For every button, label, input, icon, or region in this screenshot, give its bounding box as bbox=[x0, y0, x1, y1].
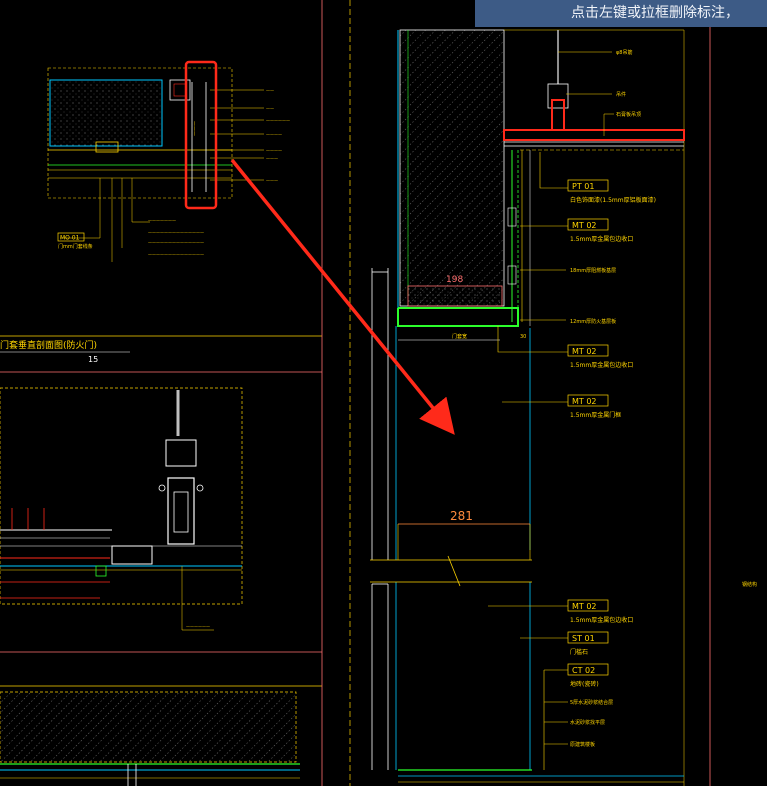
hint-text: 点击左键或拉框删除标注， bbox=[571, 5, 739, 21]
svg-text:白色饰面漆(1.5mm厚铝板面漆): 白色饰面漆(1.5mm厚铝板面漆) bbox=[570, 196, 656, 204]
svg-text:MT 02: MT 02 bbox=[572, 221, 597, 230]
svg-text:——: —— bbox=[266, 106, 274, 111]
svg-text:CT 02: CT 02 bbox=[572, 666, 595, 675]
callout-pt01: PT 01 白色饰面漆(1.5mm厚铝板面漆) bbox=[567, 179, 656, 204]
note-top-rod: φ8吊筋 bbox=[616, 49, 632, 56]
red-arrow bbox=[230, 158, 455, 435]
left-tag-desc: 门mm门套线条 bbox=[58, 243, 93, 250]
svg-text:1.5mm厚金属包边收口: 1.5mm厚金属包边收口 bbox=[570, 235, 633, 243]
concrete-wall bbox=[397, 29, 519, 327]
callout-leaders bbox=[488, 152, 568, 770]
right-frame-lines bbox=[349, 0, 711, 786]
note-right-edge: 钢结构 bbox=[742, 581, 757, 588]
door-frame-layers bbox=[370, 150, 684, 783]
callout-mt02-d: MT 02 1.5mm厚金属包边收口 bbox=[567, 599, 633, 624]
svg-text:———: ——— bbox=[266, 156, 278, 161]
callout-mt02-c: MT 02 1.5mm厚金属门框 bbox=[567, 394, 621, 419]
dimension-281: 281 bbox=[450, 509, 473, 523]
svg-text:———: ——— bbox=[266, 178, 278, 183]
left-middle-detail: —————— bbox=[0, 387, 243, 631]
hint-bar: 点击左键或拉框删除标注， bbox=[475, 0, 767, 27]
ceiling-structure bbox=[503, 29, 685, 151]
svg-text:——————————————: —————————————— bbox=[148, 252, 204, 257]
svg-text:1.5mm厚金属包边收口: 1.5mm厚金属包边收口 bbox=[570, 361, 633, 369]
dimension-side: 门套宽 bbox=[452, 333, 467, 340]
red-highlight-box bbox=[184, 60, 218, 210]
left-section-title: 门套垂直剖面图(防火门) bbox=[0, 339, 97, 351]
top-notes bbox=[558, 51, 614, 136]
left-section-scale: 15 bbox=[88, 355, 98, 364]
note-18mm: 18mm厚阻燃板基层 bbox=[570, 267, 616, 274]
svg-text:门槛石: 门槛石 bbox=[570, 648, 588, 656]
svg-text:MT 02: MT 02 bbox=[572, 347, 597, 356]
svg-text:——————: —————— bbox=[266, 118, 290, 123]
note-12mm: 12mm厚防火基层板 bbox=[570, 318, 616, 325]
note-ct2: 水泥砂浆找平层 bbox=[570, 719, 605, 726]
svg-text:——————: —————— bbox=[186, 624, 210, 629]
left-top-detail: ———— —————————— ——————— ——— ——————— ————… bbox=[47, 60, 290, 262]
svg-text:MT 02: MT 02 bbox=[572, 397, 597, 406]
dimension-small: 30 bbox=[520, 334, 526, 340]
svg-text:1.5mm厚金属门框: 1.5mm厚金属门框 bbox=[570, 411, 621, 419]
callout-ct02: CT 02 地砖(瓷砖) bbox=[567, 663, 609, 688]
note-top-hanger: 吊件 bbox=[616, 91, 626, 98]
dimension-198: 198 bbox=[446, 275, 463, 285]
note-ct3: 原建筑楼板 bbox=[570, 741, 595, 748]
svg-text:——: —— bbox=[266, 88, 274, 93]
svg-text:————: ———— bbox=[266, 132, 282, 137]
svg-text:PT 01: PT 01 bbox=[572, 182, 594, 191]
svg-text:——————————————: —————————————— bbox=[148, 240, 204, 245]
note-ct1: 5厚水泥砂浆结合层 bbox=[570, 699, 613, 706]
svg-text:————: ———— bbox=[266, 148, 282, 153]
left-bottom-detail bbox=[0, 691, 300, 786]
svg-text:——————————————: —————————————— bbox=[148, 230, 204, 235]
svg-text:地砖(瓷砖): 地砖(瓷砖) bbox=[570, 680, 599, 688]
callout-st01: ST 01 门槛石 bbox=[567, 631, 609, 656]
left-frame-lines bbox=[0, 0, 323, 786]
svg-text:ST 01: ST 01 bbox=[572, 634, 595, 643]
svg-text:———: ——— bbox=[192, 121, 198, 136]
left-tag-code: MO 01 bbox=[60, 235, 80, 242]
callout-mt02-b: MT 02 1.5mm厚金属包边收口 bbox=[567, 344, 633, 369]
svg-text:1.5mm厚金属包边收口: 1.5mm厚金属包边收口 bbox=[570, 616, 633, 624]
svg-text:MT 02: MT 02 bbox=[572, 602, 597, 611]
callout-mt02-a: MT 02 1.5mm厚金属包边收口 bbox=[567, 218, 633, 243]
svg-text:———————: ——————— bbox=[148, 218, 176, 223]
note-top-ceiling: 石膏板吊顶 bbox=[616, 111, 641, 118]
